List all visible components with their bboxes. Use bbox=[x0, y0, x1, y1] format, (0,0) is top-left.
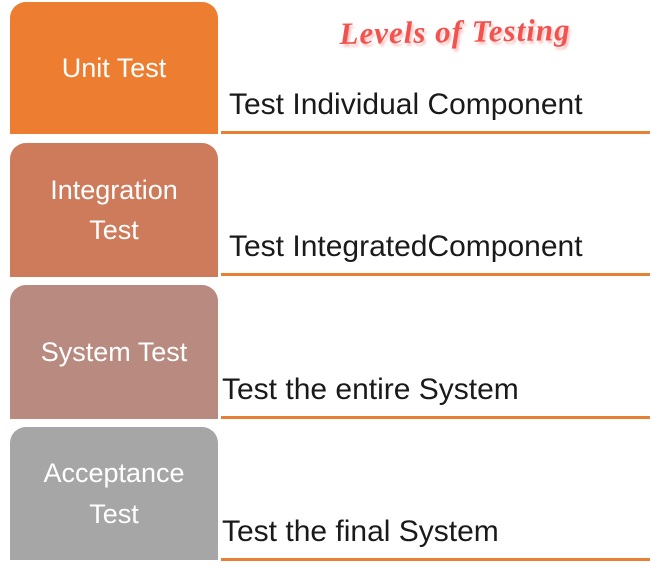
level-description-integration-test: Test IntegratedComponent bbox=[229, 230, 583, 263]
diagram-title: Levels of Testing bbox=[339, 11, 571, 52]
divider-line bbox=[221, 416, 650, 419]
level-block-system-test: System Test bbox=[10, 285, 218, 419]
level-block-integration-test: Integration Test bbox=[10, 143, 218, 277]
level-description-acceptance-test: Test the final System bbox=[222, 515, 499, 548]
level-description-unit-test: Test Individual Component bbox=[229, 88, 583, 121]
level-description-system-test: Test the entire System bbox=[222, 373, 519, 406]
level-block-unit-test: Unit Test bbox=[10, 2, 218, 134]
divider-line bbox=[221, 558, 650, 561]
level-block-acceptance-test: Acceptance Test bbox=[10, 427, 218, 560]
divider-line bbox=[221, 131, 650, 134]
divider-line bbox=[221, 273, 650, 276]
